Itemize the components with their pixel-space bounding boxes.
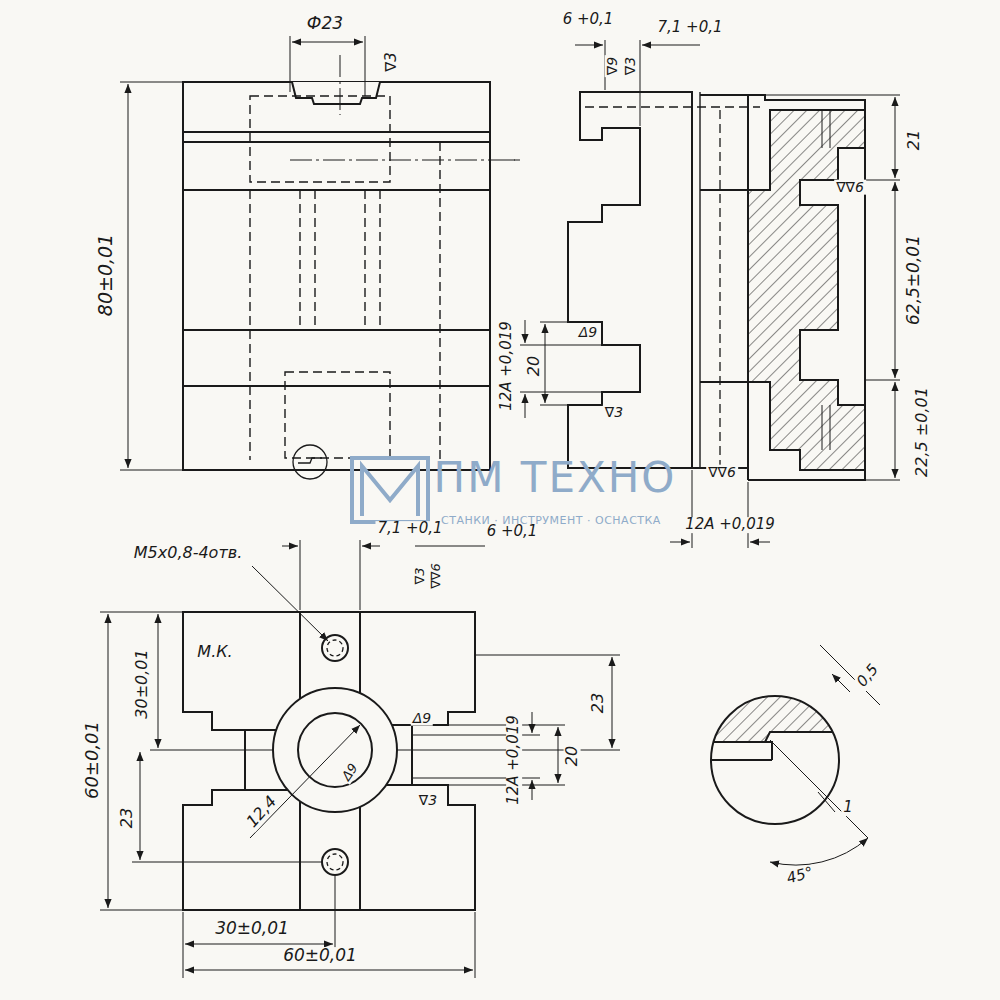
note-label: М.К.	[195, 644, 234, 661]
dimension-label: 21	[906, 128, 923, 152]
dimension-label: 0,5	[853, 660, 883, 691]
roughness-mark: ∇9	[605, 55, 620, 77]
dimension-label: 12A +0,019	[506, 713, 522, 807]
dimension-label: 1	[841, 800, 855, 816]
front-view	[120, 36, 515, 479]
dimension-label: Ф23	[305, 15, 345, 33]
watermark: ПМ ТЕХНО	[432, 456, 679, 500]
dimension-label: 80±0,01	[96, 232, 116, 318]
roughness-mark: ∇∇6	[429, 561, 443, 591]
dimension-label: 23	[119, 806, 136, 830]
watermark-logo	[352, 458, 428, 522]
roughness-mark: ∇3	[417, 793, 439, 808]
dimension-label: 60±0,01	[281, 947, 359, 965]
dimension-label: 60±0,01	[83, 719, 102, 801]
roughness-mark: ∇∇6	[834, 180, 866, 195]
roughness-mark: ∇3	[413, 566, 427, 587]
plan-view	[100, 540, 620, 978]
dimension-label: 62,5±0,01	[905, 233, 923, 327]
dimension-label: 23	[590, 691, 607, 715]
roughness-mark: ∇3	[384, 50, 400, 74]
dimension-label: 20	[564, 744, 581, 768]
roughness-mark: ∇∇6	[706, 465, 738, 480]
roughness-mark: Δ9	[577, 325, 599, 340]
dimension-label: 6 +0,1	[561, 12, 616, 28]
dimension-label: 30±0,01	[134, 647, 151, 720]
roughness-mark: Δ9	[411, 711, 433, 726]
dimension-label: 20	[526, 354, 543, 378]
dimension-label: 30±0,01	[213, 920, 291, 938]
dimension-label: 22,5 ±0,01	[914, 385, 931, 479]
dimension-label: 7,1 +0,1	[375, 521, 444, 537]
note-label: M5x0,8-4отв.	[132, 545, 244, 562]
roughness-mark: ∇3	[623, 55, 638, 77]
dimension-label: 45°	[783, 864, 817, 887]
watermark-caption: СТАНКИ · ИНСТРУМЕНТ · ОСНАСТКА	[439, 515, 663, 527]
roughness-mark: ∇3	[603, 405, 625, 420]
dimension-label: 12A +0,019	[499, 319, 515, 413]
dimension-label: 12A +0,019	[683, 517, 777, 533]
detail-view	[705, 645, 880, 865]
dimension-label: 7,1 +0,1	[655, 20, 724, 36]
